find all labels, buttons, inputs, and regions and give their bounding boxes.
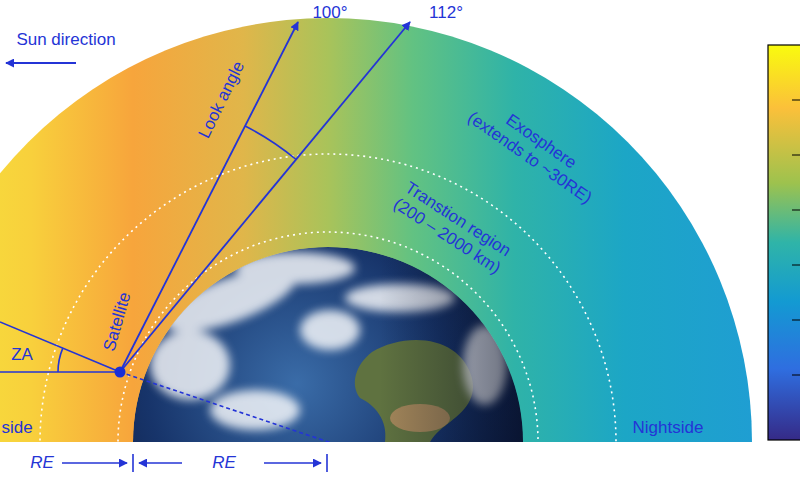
look-direction-100 — [120, 22, 298, 372]
direction-label: Sun direction — [16, 30, 115, 50]
radius-arrow — [62, 462, 127, 464]
radius-arrow — [139, 462, 182, 464]
look-angle-arc — [245, 126, 296, 160]
earth-ocean — [133, 247, 523, 442]
region-label: Transtion region (200 – 2000 km) — [385, 175, 520, 281]
satellite-label: Satellite — [99, 290, 134, 354]
satellite-dot — [115, 367, 126, 378]
region-label: Exosphere (extends to ~30RE) — [463, 91, 607, 208]
color-bar — [768, 45, 800, 440]
nadir-line — [120, 372, 400, 442]
look-direction-112 — [120, 22, 410, 372]
exosphere-band — [0, 18, 752, 442]
zenith-angle-arc — [58, 348, 63, 372]
side-label: Nightside — [633, 418, 704, 438]
side-label: side — [1, 418, 32, 438]
radius-label: RE — [212, 453, 236, 473]
angle-value: 100° — [312, 3, 347, 23]
radius-label: RE — [30, 453, 54, 473]
angle-label: Look angle — [195, 58, 249, 141]
angle-label: ZA — [11, 345, 33, 365]
earth-globe — [133, 247, 523, 442]
color-bar-ticks — [792, 100, 800, 375]
sun-direction-arrow — [6, 62, 76, 64]
zenith-reference-line — [0, 371, 120, 373]
radius-tick — [132, 454, 134, 472]
radius-tick — [326, 454, 328, 472]
radius-arrow — [264, 462, 321, 464]
transition-outer-boundary — [40, 154, 616, 442]
earth-shade — [133, 247, 523, 442]
angle-value: 112° — [429, 3, 463, 23]
